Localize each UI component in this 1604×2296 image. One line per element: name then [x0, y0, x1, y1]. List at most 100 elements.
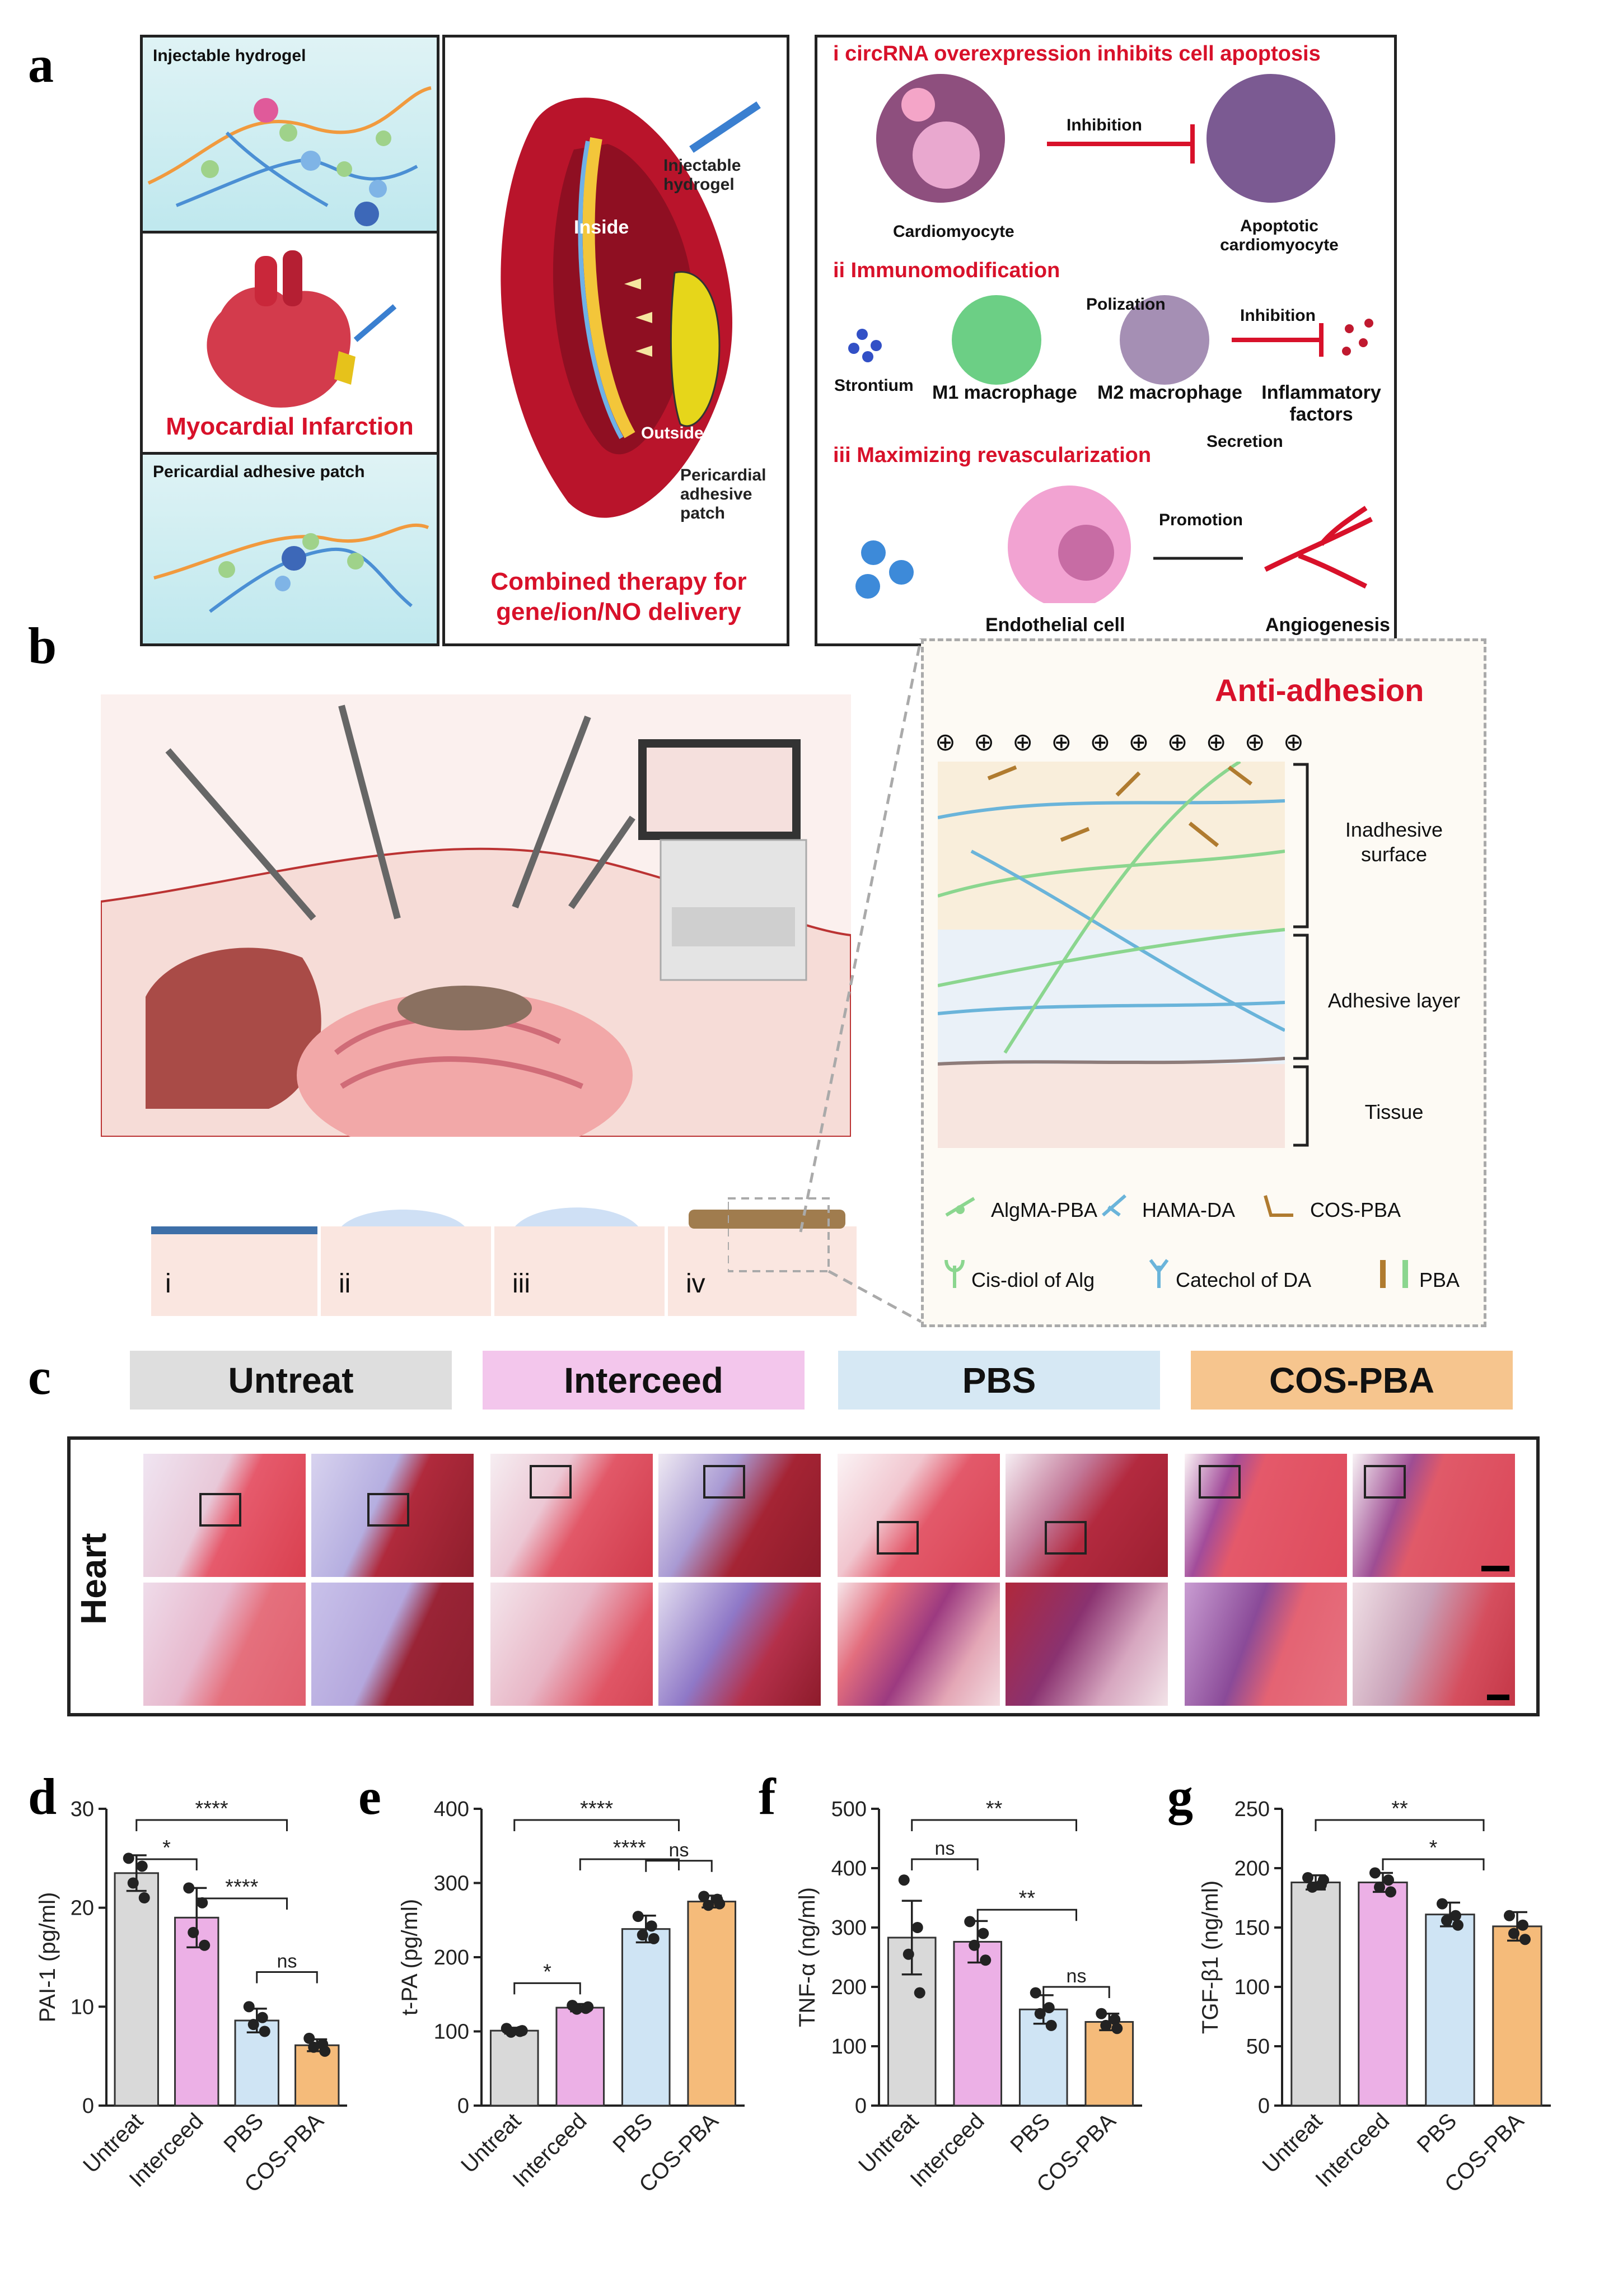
y-tick-label: 50: [1246, 2035, 1270, 2059]
histology-cospba-1-low: [1185, 1454, 1347, 1577]
mechanism-i-title: i circRNA overexpression inhibits cell a…: [833, 42, 1321, 66]
zoom-box: [367, 1493, 409, 1527]
data-point: [1030, 1987, 1041, 1999]
data-point: [303, 2032, 315, 2044]
data-point: [1437, 1898, 1448, 1910]
significance-label: *: [1429, 1836, 1438, 1860]
plus-icon: ⊕: [1205, 729, 1232, 756]
heart-cross-section-icon: [501, 97, 761, 518]
histology-cospba-2-high: [1353, 1583, 1515, 1706]
x-tick-label: PBS: [1413, 2108, 1462, 2158]
data-point: [188, 1926, 199, 1938]
mechanism-ii-title: ii Immunomodification: [833, 259, 1060, 282]
zoom-box: [530, 1465, 572, 1499]
apoptotic-cardiomyocyte-label: Apoptotic cardiomyocyte: [1220, 217, 1339, 254]
significance-bracket: [513, 1982, 581, 1995]
layer-bracket-icon: [1293, 763, 1309, 1147]
data-point: [138, 1892, 150, 1903]
data-point: [1450, 1910, 1461, 1921]
y-tick-label: 400: [831, 1857, 867, 1880]
data-point: [1302, 1872, 1313, 1883]
positive-charge-row: ⊕ ⊕ ⊕ ⊕ ⊕ ⊕ ⊕ ⊕ ⊕ ⊕: [935, 728, 1304, 757]
zoom-box: [703, 1465, 745, 1499]
plus-icon: ⊕: [1012, 729, 1039, 756]
anti-adhesion-title: Anti-adhesion: [1215, 673, 1424, 708]
plus-icon: ⊕: [1167, 729, 1194, 756]
histology-interceed-2-low: [658, 1454, 821, 1577]
bar: [1084, 2021, 1134, 2107]
polization-label: Polization: [1086, 295, 1166, 314]
bar: [1358, 1881, 1408, 2107]
significance-label: ns: [1067, 1966, 1087, 1987]
zoom-box: [1364, 1465, 1406, 1499]
histology-pbs-1-high: [838, 1583, 1000, 1706]
y-tick-label: 0: [855, 2094, 867, 2118]
data-point: [714, 1898, 726, 1910]
data-point: [969, 1939, 980, 1951]
panel-label-a: a: [28, 36, 54, 93]
inflammatory-factors-label: Inflammatory factors: [1261, 382, 1381, 425]
panel-label-e: e: [358, 1768, 381, 1825]
bar: [621, 1928, 671, 2107]
data-point: [1034, 2008, 1046, 2019]
patch-network-icon: [153, 523, 429, 613]
data-point: [319, 2045, 331, 2057]
significance-label: ns: [935, 1838, 955, 1859]
significance-label: **: [986, 1797, 1003, 1821]
data-point: [183, 1882, 195, 1894]
panel-a-left-column: Injectable hydrogel Myocardial Infarctio…: [140, 35, 439, 646]
zoom-box: [1045, 1521, 1087, 1555]
data-point: [243, 2001, 255, 2013]
y-tick-label: 100: [1234, 1976, 1270, 1999]
zoom-box: [199, 1493, 241, 1527]
cardiomyocyte-apoptosis-icon: [876, 74, 1335, 203]
significance-bracket: [135, 1858, 198, 1870]
data-point: [1452, 1919, 1463, 1931]
m2-macrophage-label: M2 macrophage: [1097, 382, 1242, 403]
panel-label-c: c: [28, 1348, 51, 1405]
data-point: [571, 2003, 583, 2015]
group-header-untreat: Untreat: [130, 1351, 452, 1410]
bar: [174, 1916, 219, 2107]
data-point: [123, 1852, 134, 1864]
bar: [1290, 1881, 1341, 2107]
revascularization-icon: [855, 486, 1373, 603]
layer-label-adhesive: Adhesive layer: [1327, 989, 1461, 1012]
patch-network-illustration: Pericardial adhesive patch: [143, 455, 437, 643]
bar: [687, 1901, 737, 2107]
histology-pbs-2-low: [1006, 1454, 1168, 1577]
bar: [1492, 1925, 1542, 2107]
bar: [1018, 2008, 1068, 2107]
data-point: [964, 1916, 976, 1928]
mechanism-iii-title: iii Maximizing revascularization: [833, 444, 1152, 467]
significance-label: ****: [613, 1836, 646, 1860]
inhibition-label-1: Inhibition: [1067, 116, 1142, 134]
data-point: [1504, 1910, 1515, 1921]
significance-bracket: [911, 1819, 1077, 1831]
significance-label: ns: [277, 1951, 297, 1972]
heart-row-label: Heart: [73, 1533, 114, 1625]
y-tick-label: 30: [71, 1798, 94, 1821]
step-i-label: i: [165, 1269, 171, 1299]
scale-bar: [1481, 1566, 1509, 1571]
zoom-box: [1199, 1465, 1241, 1499]
data-point: [1109, 2014, 1121, 2026]
panel-label-f: f: [759, 1768, 776, 1825]
data-point: [914, 1987, 925, 1999]
data-point: [1111, 2023, 1123, 2034]
data-point: [1369, 1867, 1381, 1879]
data-point: [1043, 2002, 1055, 2014]
histology-interceed-2-high: [658, 1583, 821, 1706]
scale-bar: [1487, 1695, 1509, 1700]
group-header-cos-pba: COS-PBA: [1191, 1351, 1513, 1410]
data-point: [648, 1933, 660, 1944]
data-point: [980, 1954, 992, 1966]
y-tick-label: 20: [71, 1897, 94, 1920]
plus-icon: ⊕: [1244, 729, 1271, 756]
step-ii-label: ii: [339, 1269, 351, 1299]
data-point: [632, 1911, 644, 1922]
data-point: [911, 1922, 923, 1933]
